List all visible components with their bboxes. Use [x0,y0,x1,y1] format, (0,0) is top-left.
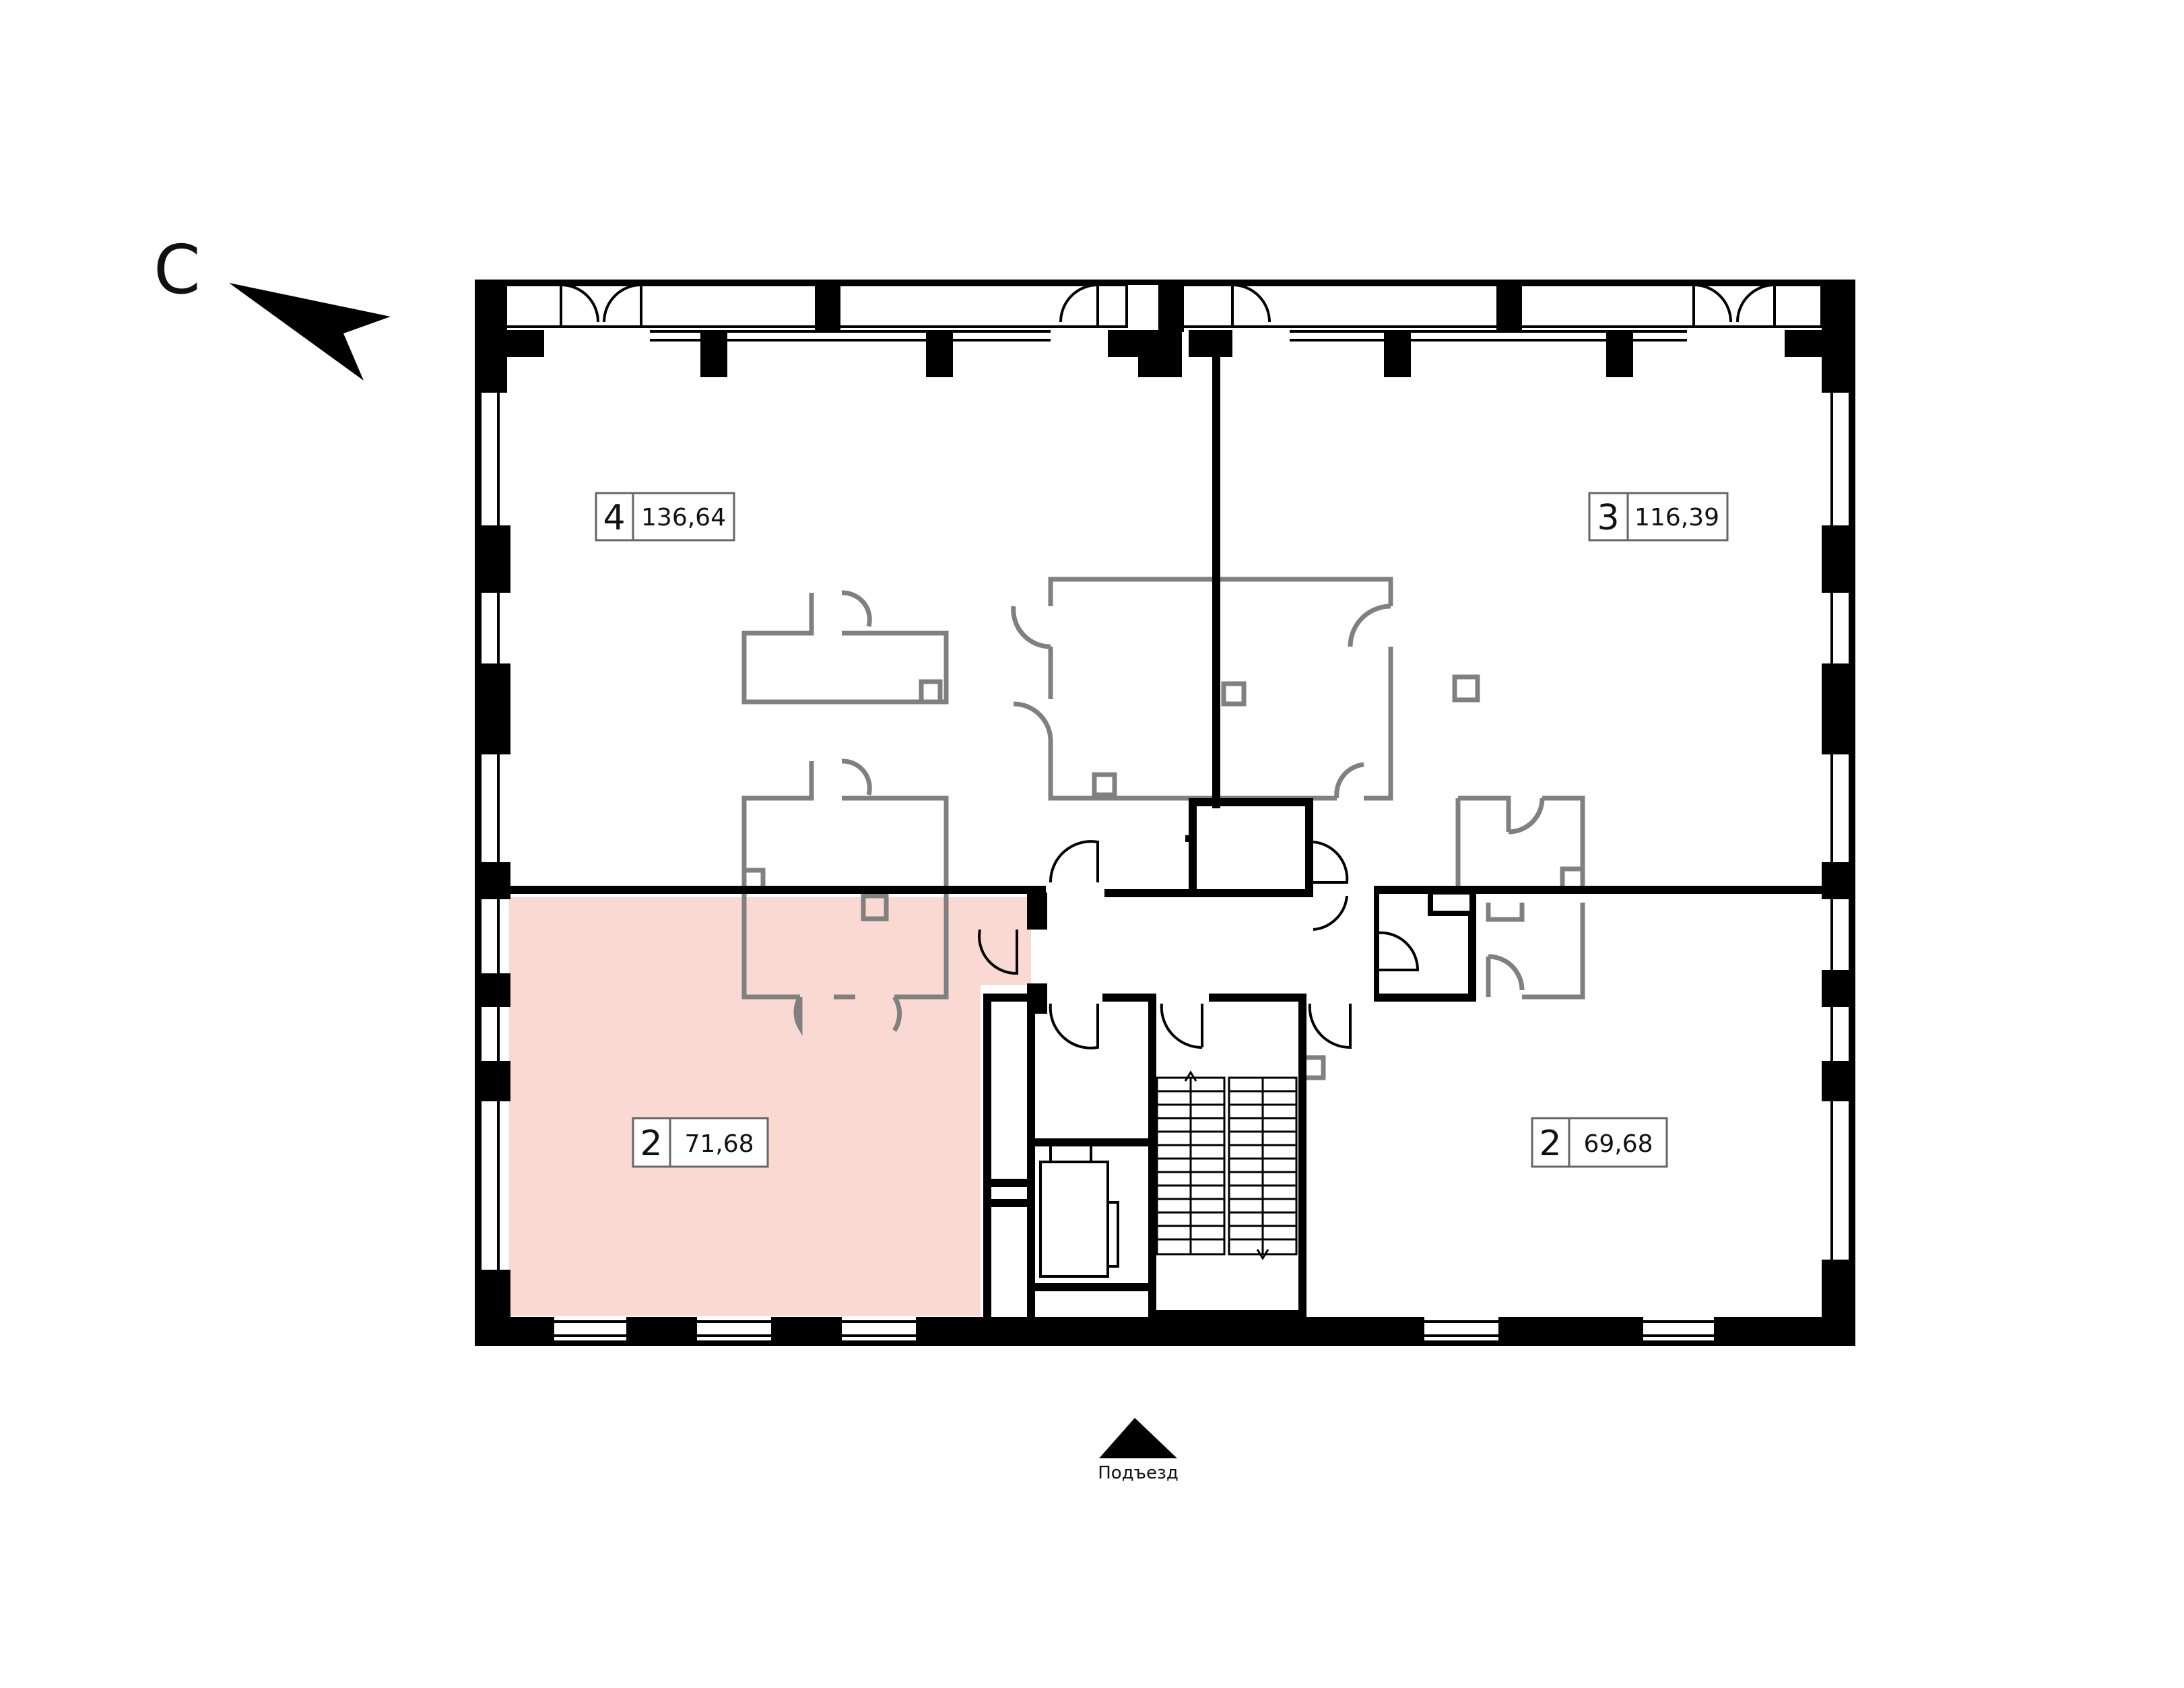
apartment-rooms: 2 [1539,1124,1561,1164]
apartment-area: 69,68 [1583,1130,1653,1158]
stairs [1156,1070,1298,1260]
interior-walls [507,350,1822,1318]
apartment-label-2-left[interactable]: 2 71,68 [632,1117,769,1168]
apartment-area: 71,68 [684,1130,754,1158]
entrance-label: Подъезд [1098,1463,1179,1483]
windows [479,284,1851,1337]
apartment-rooms: 4 [603,498,625,538]
compass-letter: С [154,230,201,309]
north-arrow-icon [229,283,391,381]
elevator [1039,1144,1119,1278]
doors [978,840,1420,1049]
apartment-rooms: 3 [1597,498,1619,538]
entrance-arrow-icon [1099,1418,1177,1458]
apartment-label-3[interactable]: 3 116,39 [1588,492,1729,542]
apartment-rooms: 2 [640,1124,662,1164]
apartment-area: 116,39 [1634,504,1719,531]
apartment-label-4[interactable]: 4 136,64 [595,492,735,542]
outer-walls [475,280,1855,1346]
apartment-label-2-right[interactable]: 2 69,68 [1531,1117,1668,1168]
apartment-area: 136,64 [641,504,726,531]
apartment-2-left-highlight-notch [981,897,1031,985]
